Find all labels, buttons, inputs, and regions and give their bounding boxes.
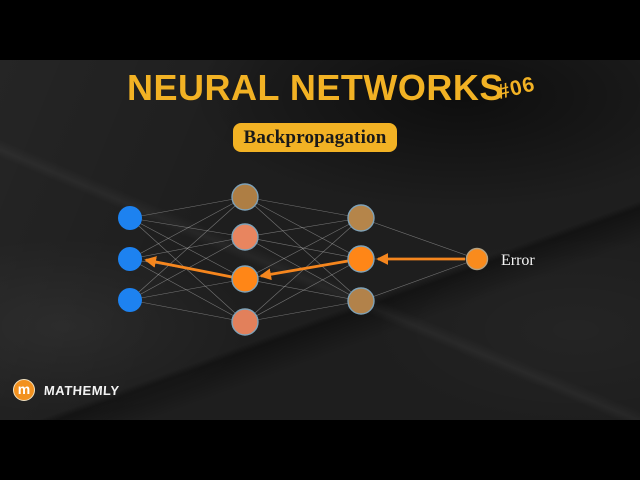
connection-line [244, 236, 362, 260]
backprop-arrow-2 [259, 259, 349, 281]
input-node-2 [118, 247, 142, 271]
input-node-3 [118, 288, 142, 312]
letterbox-bottom [0, 420, 640, 480]
connection-line [244, 196, 362, 260]
connection-line [244, 300, 362, 323]
brand-name: MATHEMLY [43, 382, 121, 398]
hidden-node-2 [231, 223, 259, 251]
brand-logo-icon: m [13, 379, 35, 401]
connection-line [129, 278, 246, 301]
hidden-node-4 [231, 308, 259, 336]
connection-line [360, 258, 478, 302]
backprop-arrow-3 [144, 256, 233, 279]
connection-line [360, 217, 478, 260]
input-node-1 [118, 206, 142, 230]
connection-line [129, 258, 246, 323]
brand-logo: m MATHEMLY [13, 379, 120, 401]
connection-line [129, 196, 246, 219]
brand-monogram: m [17, 381, 31, 397]
connection-line [244, 196, 362, 302]
output-node-1 [347, 204, 375, 232]
connection-line [129, 299, 246, 323]
connection-line [129, 196, 246, 301]
connection-line [244, 196, 362, 219]
topic-badge: Backpropagation [233, 123, 397, 152]
topic-badge-label: Backpropagation [243, 126, 387, 148]
page-title: NEURAL NETWORKS [127, 67, 504, 108]
slide-background [0, 60, 640, 420]
connection-line [129, 217, 246, 238]
connection-line [244, 217, 362, 238]
hidden-node-1 [231, 183, 259, 211]
connection-line [129, 196, 246, 260]
error-label: Error [501, 252, 535, 269]
connection-line [244, 258, 362, 323]
letterbox-top [0, 0, 640, 60]
connection-line [244, 278, 362, 302]
connection-line [129, 236, 246, 260]
connection-line [129, 217, 246, 323]
error-node-1 [465, 247, 489, 271]
output-node-2 [347, 245, 375, 273]
output-node-3 [347, 287, 375, 315]
hidden-node-3 [231, 265, 259, 293]
